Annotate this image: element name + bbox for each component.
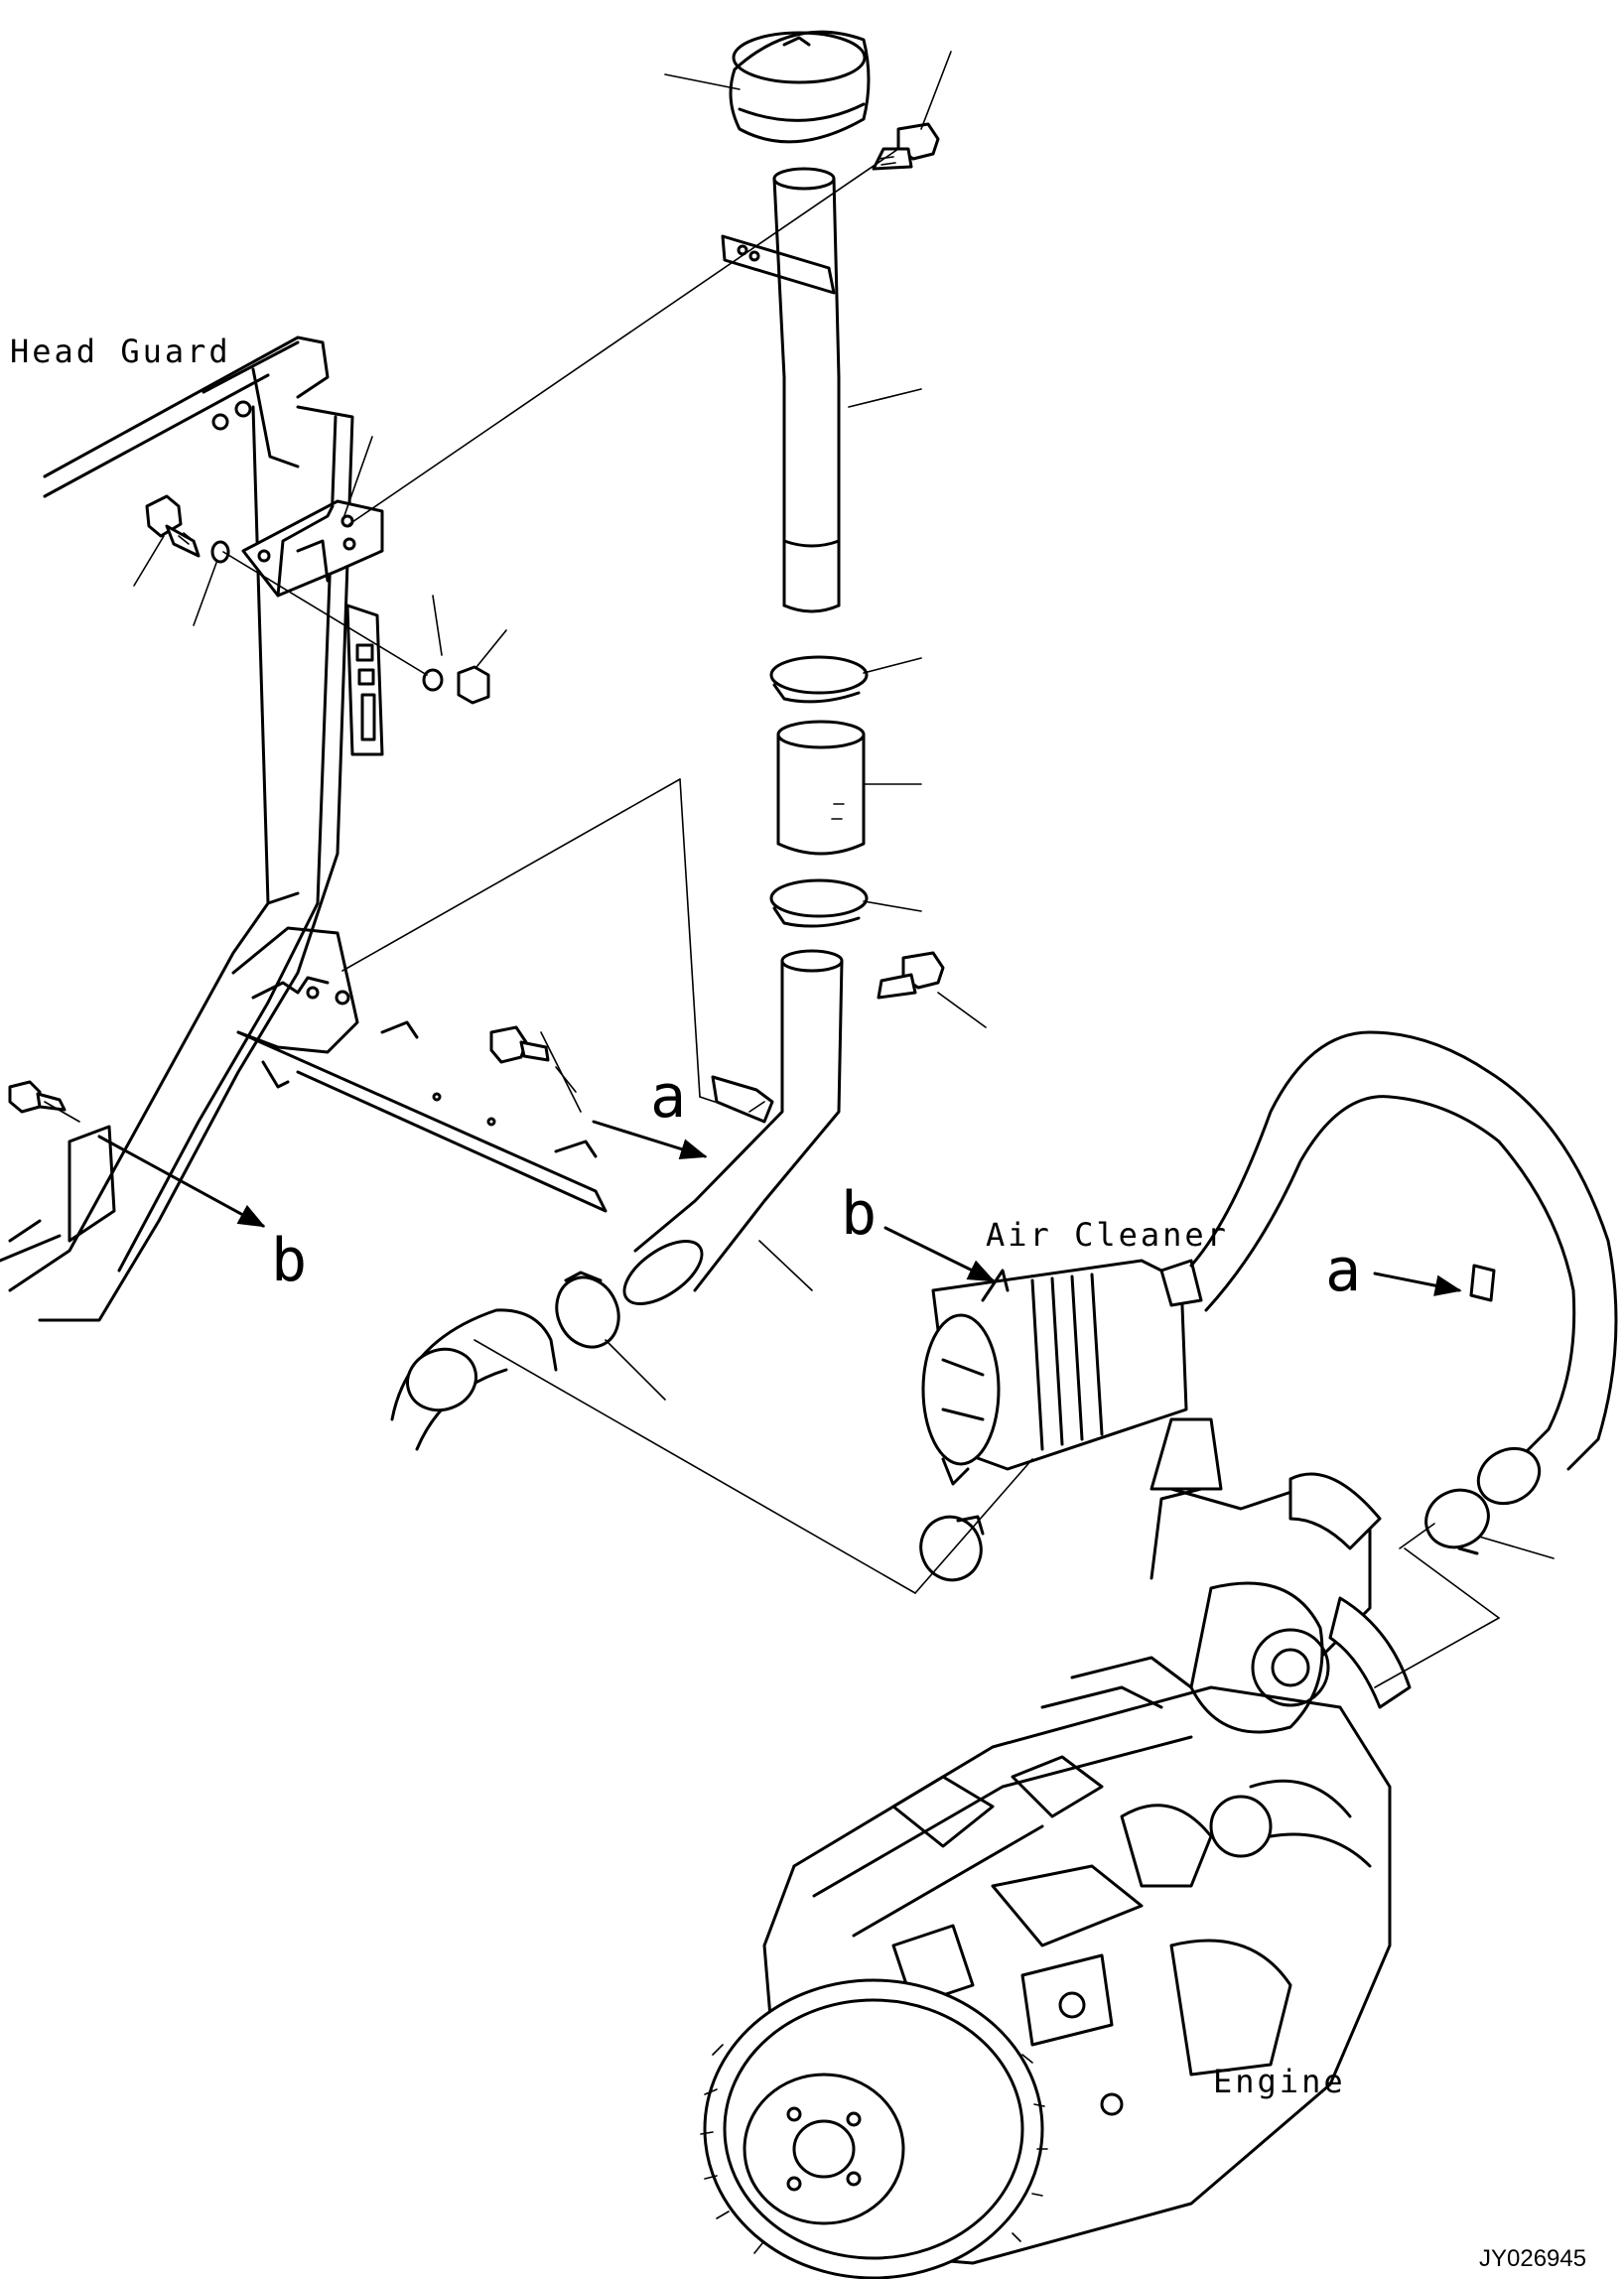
head-guard-label: Head Guard bbox=[10, 333, 231, 370]
engine-assembly bbox=[700, 1417, 1412, 2279]
lower-intake-pipe bbox=[622, 949, 844, 1305]
drawing-code: JY026945 bbox=[1479, 2245, 1587, 2272]
upper-intake-pipe bbox=[721, 167, 841, 613]
rubber-hose bbox=[776, 720, 866, 856]
leader-lines bbox=[44, 51, 1555, 1688]
hose-clamp-bottom bbox=[919, 1515, 985, 1582]
nut bbox=[457, 665, 490, 705]
pre-cleaner-cap bbox=[729, 30, 871, 144]
air-cleaner-outlet-tube bbox=[1189, 1030, 1618, 1506]
bolt-lower-left bbox=[8, 1080, 67, 1114]
engine-label: Engine bbox=[1213, 2063, 1346, 2100]
bolt-pipe-top bbox=[872, 122, 940, 171]
callout-a-right: a bbox=[1325, 1236, 1362, 1305]
head-guard-frame bbox=[0, 335, 384, 1322]
callout-b-left: b bbox=[271, 1226, 308, 1295]
upper-mounting-bracket bbox=[241, 499, 384, 598]
callout-b-right: b bbox=[841, 1179, 878, 1249]
bolt-left bbox=[145, 494, 201, 558]
hose-clamp-right bbox=[1424, 1488, 1490, 1555]
washer-left bbox=[210, 540, 230, 564]
elbow-hose bbox=[390, 1308, 558, 1451]
air-cleaner-label: Air Cleaner bbox=[986, 1216, 1229, 1254]
hose-clamp-elbow bbox=[555, 1271, 620, 1349]
washer-right bbox=[422, 668, 444, 692]
callout-a-left: a bbox=[650, 1062, 687, 1132]
air-cleaner-body bbox=[921, 1259, 1203, 1486]
hose-clamp-upper bbox=[769, 655, 869, 704]
hose-clamp-lower bbox=[769, 878, 869, 928]
bolt-pipe-bottom bbox=[877, 951, 945, 1000]
bolt-lower-mid bbox=[489, 1025, 550, 1064]
lower-support-bracket bbox=[231, 926, 608, 1213]
